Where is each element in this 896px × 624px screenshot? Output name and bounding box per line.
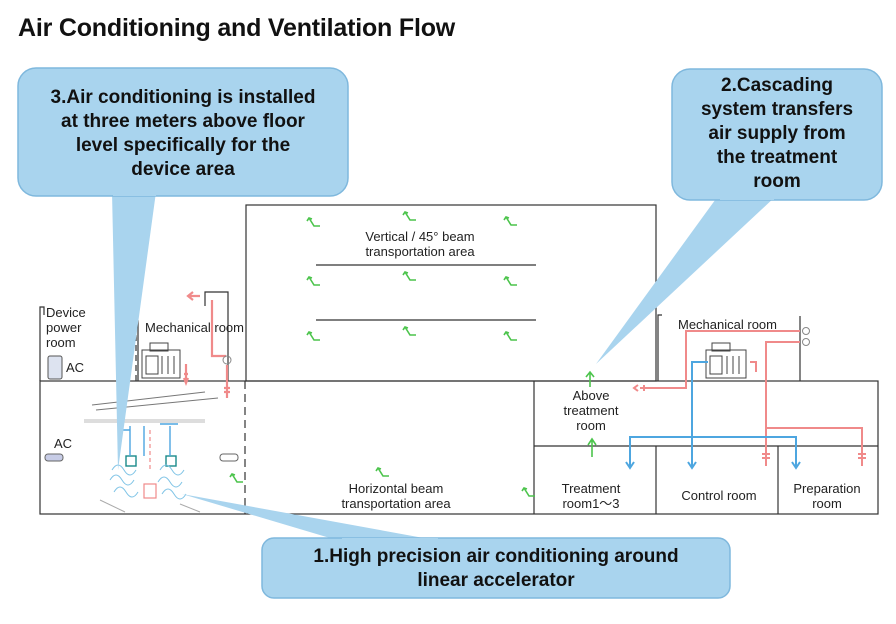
page-title: Air Conditioning and Ventilation Flow — [18, 14, 456, 42]
ac-unit-icon — [44, 453, 64, 462]
treatment-room-label: Treatment room1～3 — [561, 481, 621, 511]
ac-unit-icon — [219, 453, 239, 462]
linear-accelerator-icon — [84, 391, 219, 513]
lower-floor-wall — [39, 380, 879, 515]
airflow-arrow-icon — [521, 487, 536, 497]
air-handler-unit-icon — [141, 342, 181, 379]
callout-3-text: 3.Air conditioning is installed at three… — [50, 87, 316, 180]
return-duct-right — [625, 361, 801, 470]
fan-icon — [802, 338, 810, 346]
airflow-arrow-icon — [587, 437, 597, 457]
callout-2-bubble — [596, 68, 883, 364]
airflow-arrow-icon — [306, 217, 321, 227]
control-room-label: Control room — [681, 488, 757, 503]
airflow-arrow-icon — [402, 326, 417, 336]
airflow-arrow-icon — [306, 276, 321, 286]
vertical-beam-area-label: Vertical / 45° beam transportation area — [365, 229, 475, 259]
supply-duct-left — [182, 291, 230, 398]
airflow-arrow-icon — [585, 370, 595, 387]
device-power-room-label: Device power room — [46, 305, 86, 350]
preparation-room-label: Preparation room — [793, 481, 861, 511]
airflow-arrows — [229, 211, 597, 497]
airflow-arrow-icon — [402, 211, 417, 221]
horizontal-beam-area-label: Horizontal beam transportation area — [341, 481, 451, 511]
airflow-arrow-icon — [503, 216, 518, 226]
airflow-arrow-icon — [306, 331, 321, 341]
callout-1-text: 1.High precision air conditioning around… — [313, 546, 679, 591]
mechanical-room-left-label: Mechanical room — [145, 320, 244, 335]
ac-left-label: AC — [54, 436, 73, 451]
ac-unit-icon — [47, 355, 63, 380]
airflow-arrow-icon — [503, 276, 518, 286]
airflow-arrow-icon — [402, 271, 417, 281]
callout-1-bubble — [182, 494, 731, 599]
airflow-arrow-icon — [229, 473, 244, 483]
airflow-arrow-icon — [503, 331, 518, 341]
fan-icon — [802, 327, 810, 335]
callout-2-text: 2.Cascading system transfers air supply … — [700, 75, 854, 192]
ac-top-label: AC — [66, 360, 85, 375]
airflow-arrow-icon — [375, 467, 390, 477]
callout-3-bubble — [17, 67, 349, 470]
above-treatment-room-label: Above treatment room — [563, 388, 619, 433]
mechanical-room-right-label: Mechanical room — [678, 317, 777, 332]
fan-icon — [222, 355, 232, 365]
air-handler-unit-icon — [705, 342, 747, 379]
supply-duct-right — [632, 330, 866, 466]
building-outline — [39, 204, 879, 515]
